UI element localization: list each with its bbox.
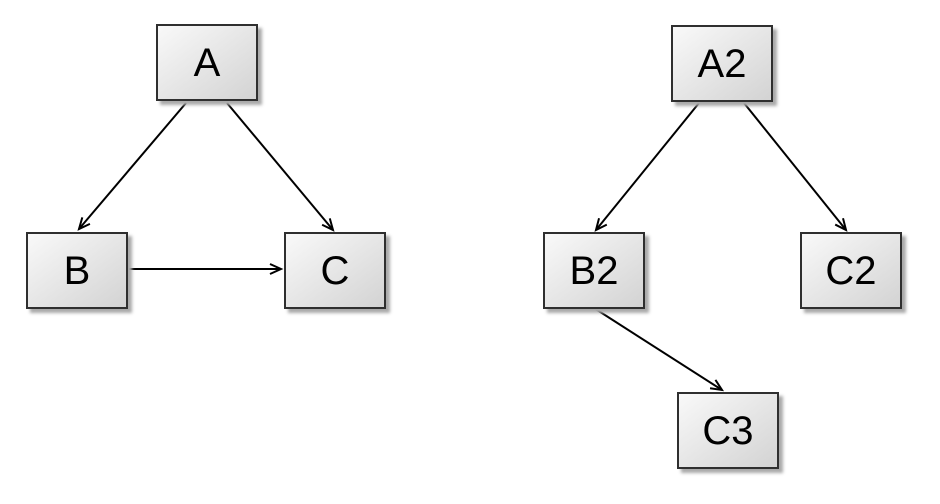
edge-A2-B2 <box>594 102 700 232</box>
edge-A-C <box>226 102 335 232</box>
node-A[interactable]: A <box>156 24 258 101</box>
edge-A-B <box>77 102 187 231</box>
node-label: B <box>63 248 91 293</box>
node-label: C <box>320 248 350 293</box>
edge-A2-C2 <box>743 102 848 232</box>
node-label: A2 <box>697 41 747 86</box>
node-label: B2 <box>569 248 619 293</box>
node-B[interactable]: B <box>26 232 128 309</box>
node-A2[interactable]: A2 <box>671 25 773 102</box>
node-label: C2 <box>825 248 877 293</box>
node-label: C3 <box>702 408 754 453</box>
edge-B2-C3 <box>593 307 725 392</box>
node-C3[interactable]: C3 <box>677 392 779 469</box>
node-B2[interactable]: B2 <box>543 232 645 309</box>
node-C[interactable]: C <box>284 232 386 309</box>
node-C2[interactable]: C2 <box>800 232 902 309</box>
node-label: A <box>193 40 221 85</box>
